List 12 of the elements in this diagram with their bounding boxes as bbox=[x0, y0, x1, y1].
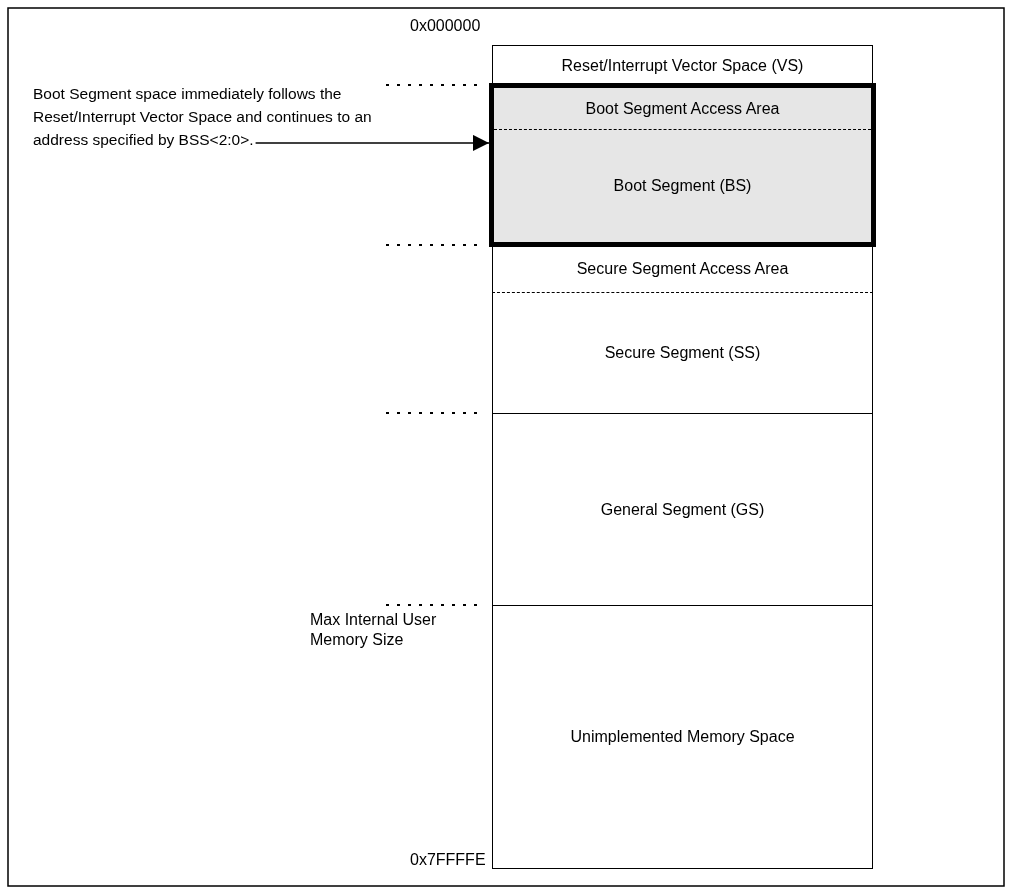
boot-segment-box bbox=[489, 83, 876, 247]
memory-segment: Secure Segment Access Area bbox=[492, 245, 873, 293]
callout-note: Boot Segment space immediately follows the Reset/Interrupt Vector Space and continues to an address specified by BSS<2:0>. bbox=[33, 80, 383, 190]
memory-segment: Secure Segment (SS) bbox=[492, 292, 873, 414]
arrow bbox=[254, 134, 490, 151]
address-label: Max Internal User Memory Size bbox=[310, 610, 438, 650]
memory-region: Boot Segment (BS) bbox=[494, 130, 871, 242]
memory-segment: General Segment (GS) bbox=[492, 413, 873, 606]
memory-region: Boot Segment Access Area bbox=[494, 88, 871, 130]
address-label: 0x7FFFFE bbox=[410, 850, 487, 870]
memory-segment: Unimplemented Memory Space bbox=[492, 605, 873, 869]
address-label: 0x000000 bbox=[410, 16, 482, 36]
